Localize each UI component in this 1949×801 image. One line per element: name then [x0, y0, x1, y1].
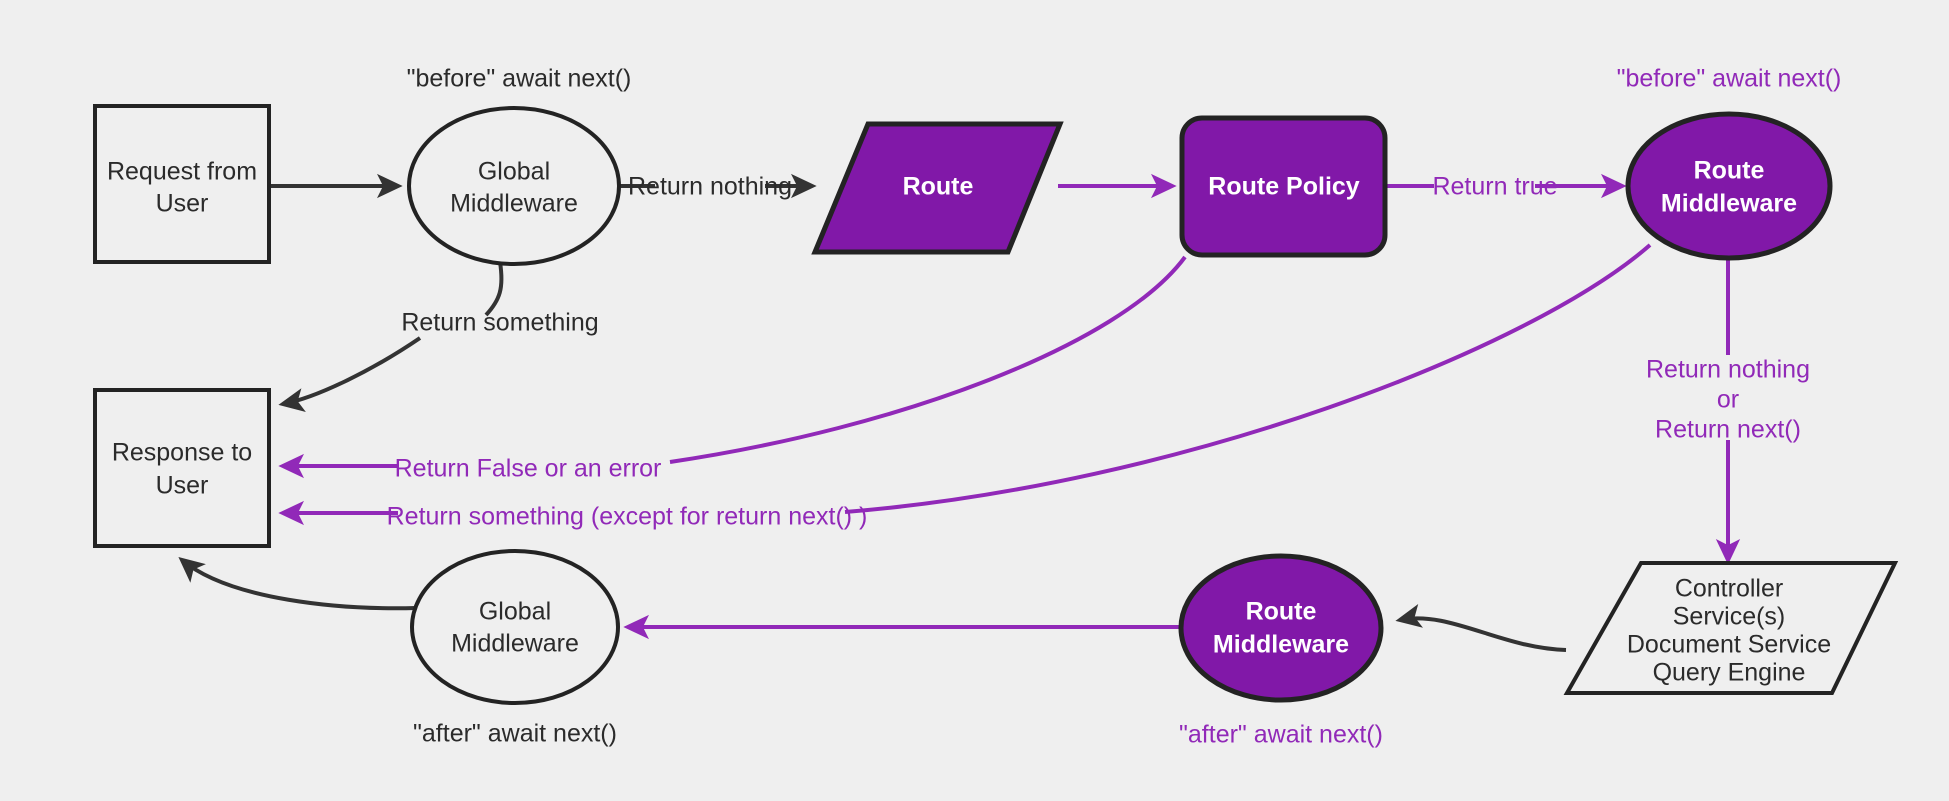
node-route-policy[interactable]	[1179, 115, 1388, 258]
node-global-middleware-bottom-line2: Middleware	[451, 630, 579, 658]
node-request-from-user[interactable]	[93, 104, 271, 264]
node-global-middleware-top-line1: Global	[478, 158, 550, 186]
node-request-from-user-line2: User	[156, 190, 209, 218]
node-request-from-user-line1: Request from	[107, 158, 257, 186]
edge-label-return-true: Return true	[1432, 173, 1557, 201]
edge-controller-to-route-middleware-bottom	[1395, 604, 1567, 652]
node-response-to-user[interactable]	[93, 388, 271, 548]
node-controller-line3: Document Service	[1627, 631, 1831, 659]
node-global-middleware-bottom-line1: Global	[479, 598, 551, 626]
annotation-before-await-next-route: "before" await next()	[1617, 65, 1842, 93]
node-route-middleware-top-line1: Route	[1694, 157, 1765, 185]
edge-global-middleware-bottom-to-response	[178, 557, 417, 611]
node-route-policy-label: Route Policy	[1208, 173, 1360, 201]
edge-label-return-false-or-error: Return False or an error	[395, 455, 662, 483]
edge-label-return-nothing-or-next-line3: Return next()	[1655, 416, 1801, 444]
edge-label-return-something-top: Return something	[401, 309, 598, 337]
node-route-middleware-bottom-line2: Middleware	[1213, 631, 1349, 659]
node-route[interactable]	[811, 121, 1064, 255]
node-global-middleware-top-line2: Middleware	[450, 190, 578, 218]
annotation-after-await-next-route: "after" await next()	[1179, 721, 1383, 749]
edge-route-policy-return-false-right	[669, 255, 1187, 464]
node-controller-line4: Query Engine	[1653, 659, 1806, 687]
edge-label-return-nothing: Return nothing	[628, 173, 792, 201]
edge-label-return-nothing-or-next-line1: Return nothing	[1646, 356, 1810, 384]
node-controller-line1: Controller	[1675, 575, 1783, 603]
edge-label-return-nothing-or-next-line2: or	[1717, 386, 1739, 414]
edge-label-return-something-except-next: Return something (except for return next…	[387, 503, 868, 531]
node-controller-services[interactable]	[1563, 561, 1899, 695]
edge-global-middleware-return-something-to-response	[278, 336, 422, 413]
node-route-middleware-bottom[interactable]	[1178, 553, 1384, 703]
node-route-middleware-top[interactable]	[1625, 111, 1833, 261]
node-global-middleware-top[interactable]	[407, 106, 621, 266]
node-route-label: Route	[903, 173, 974, 201]
edge-global-middleware-return-something-upper	[484, 261, 504, 317]
edge-route-middleware-return-something-right	[844, 243, 1652, 514]
node-route-middleware-top-line2: Middleware	[1661, 190, 1797, 218]
node-response-to-user-line2: User	[156, 472, 209, 500]
node-response-to-user-line1: Response to	[112, 439, 252, 467]
annotation-before-await-next-global: "before" await next()	[407, 65, 632, 93]
node-global-middleware-bottom[interactable]	[410, 549, 620, 705]
node-route-middleware-bottom-line1: Route	[1246, 598, 1317, 626]
annotation-after-await-next-global: "after" await next()	[413, 720, 617, 748]
node-controller-line2: Service(s)	[1673, 603, 1786, 631]
